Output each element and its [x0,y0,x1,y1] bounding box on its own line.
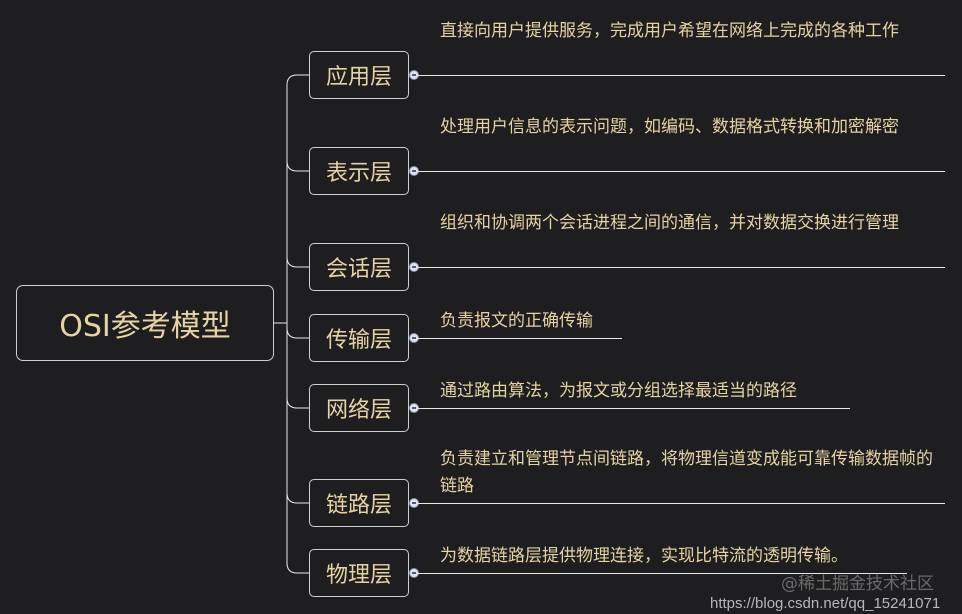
node-network-layer[interactable]: 网络层 [309,384,409,432]
branch-line [418,171,945,172]
root-node[interactable]: OSI参考模型 [16,285,274,361]
watermark-url: https://blog.csdn.net/qq_15241071 [710,595,941,612]
branch-line [418,338,622,339]
node-label: 应用层 [325,65,392,90]
branch-line [418,75,945,76]
node-application-layer[interactable]: 应用层 [309,51,409,99]
node-session-layer[interactable]: 会话层 [309,243,409,291]
desc-session: 组织和协调两个会话进程之间的通信，并对数据交换进行管理 [440,213,899,233]
node-physical-layer[interactable]: 物理层 [309,549,409,597]
desc-physical: 为数据链路层提供物理连接，实现比特流的透明传输。 [440,546,848,566]
branch-line [418,267,945,268]
desc-network: 通过路由算法，为报文或分组选择最适当的路径 [440,381,797,401]
branch-line [418,503,945,504]
desc-transport: 负责报文的正确传输 [440,311,593,331]
root-label: OSI参考模型 [59,309,231,344]
desc-application: 直接向用户提供服务，完成用户希望在网络上完成的各种工作 [440,21,899,41]
branch-line [418,408,850,409]
node-presentation-layer[interactable]: 表示层 [309,147,409,195]
watermark-site: @稀土掘金技术社区 [781,574,934,594]
node-label: 链路层 [325,493,392,518]
desc-presentation: 处理用户信息的表示问题，如编码、数据格式转换和加密解密 [440,117,899,137]
desc-link: 负责建立和管理节点间链路，将物理信道变成能可靠传输数据帧的链路 [440,449,933,496]
node-label: 网络层 [325,398,392,423]
node-transport-layer[interactable]: 传输层 [309,314,409,362]
node-label: 物理层 [325,563,392,588]
node-link-layer[interactable]: 链路层 [309,479,409,527]
node-label: 会话层 [325,257,392,282]
node-label: 表示层 [325,161,392,186]
node-label: 传输层 [325,328,392,353]
branch-line [418,573,907,574]
